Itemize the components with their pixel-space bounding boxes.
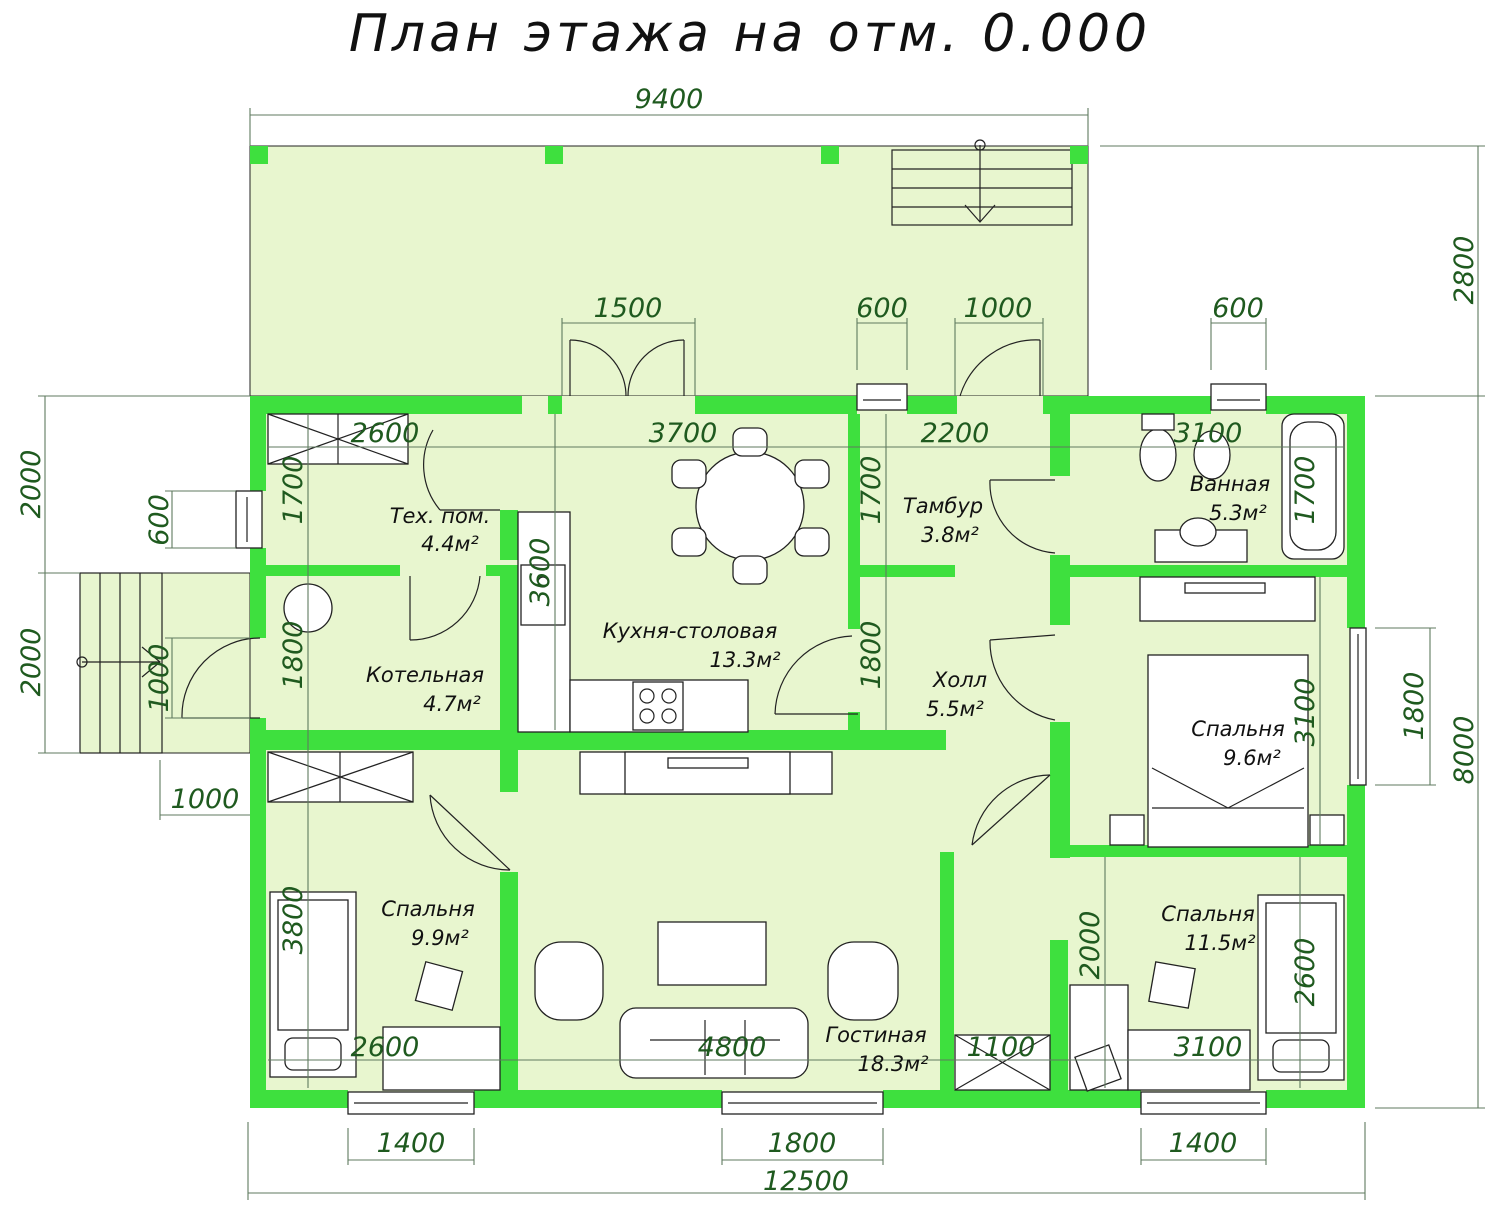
room-name: Котельная bbox=[366, 663, 484, 687]
dim-kitchen-height: 3600 bbox=[525, 538, 556, 607]
dim-bedroom-left-width: 2600 bbox=[351, 1032, 420, 1063]
interior-dimension-lines bbox=[268, 414, 1345, 1088]
dim-bedroom-right2-height: 2600 bbox=[1290, 938, 1321, 1007]
porch-floor bbox=[79, 572, 251, 754]
armchair bbox=[827, 941, 899, 1021]
terrace-post bbox=[250, 146, 268, 164]
porch-stairs bbox=[76, 572, 163, 754]
room-label: Тех. пом. 4.4м² bbox=[390, 504, 491, 556]
room-area: 4.4м² bbox=[421, 532, 479, 556]
room-name: Холл bbox=[932, 668, 987, 692]
room-label: Спальня 9.9м² bbox=[381, 897, 474, 950]
desk-left bbox=[382, 1026, 501, 1091]
room-area: 18.3м² bbox=[857, 1052, 929, 1076]
dim-kitchen-width: 3700 bbox=[649, 418, 718, 449]
room-label: Холл 5.5м² bbox=[926, 668, 987, 721]
dim-bottom-total: 12500 bbox=[763, 1166, 849, 1197]
terrace-post bbox=[1070, 146, 1088, 164]
exterior-walls bbox=[250, 396, 1365, 1108]
dim-tambur-height: 1700 bbox=[856, 456, 887, 525]
bed-right bbox=[1257, 894, 1345, 1081]
chair-right bbox=[1148, 961, 1196, 1009]
dim-tambur-width: 2200 bbox=[921, 418, 990, 449]
room-name: Спальня bbox=[381, 897, 474, 921]
dim-top-door-single: 1000 bbox=[964, 293, 1033, 324]
dim-left-lower: 2000 bbox=[16, 628, 47, 697]
room-name: Спальня bbox=[1191, 717, 1284, 741]
room-name: Гостиная bbox=[825, 1023, 926, 1047]
room-label: Ванная 5.3м² bbox=[1190, 472, 1270, 525]
kitchen-counter bbox=[517, 511, 749, 733]
room-name: Спальня bbox=[1161, 902, 1254, 926]
dim-right-terrace: 2800 bbox=[1449, 236, 1480, 305]
room-name: Тех. пом. bbox=[390, 504, 491, 528]
dim-bottom-window-right: 1400 bbox=[1169, 1128, 1238, 1159]
wardrobe-left bbox=[267, 751, 414, 803]
dim-left-door: 1000 bbox=[144, 644, 175, 713]
tv-unit-living bbox=[579, 751, 833, 795]
dim-hall-height: 1800 bbox=[856, 621, 887, 690]
dim-hall2-height: 2000 bbox=[1075, 911, 1106, 980]
dining-table bbox=[671, 427, 830, 585]
chair-left bbox=[414, 960, 464, 1012]
dim-bath-width: 3100 bbox=[1174, 418, 1243, 449]
dim-top-terrace: 9400 bbox=[635, 84, 704, 115]
room-name: Тамбур bbox=[903, 494, 983, 518]
room-label: Гостиная 18.3м² bbox=[825, 1023, 929, 1076]
dim-right-total: 8000 bbox=[1449, 716, 1480, 785]
dim-top-window-2: 600 bbox=[1212, 293, 1264, 324]
plan-title: План этажа на отм. 0.000 bbox=[348, 4, 1152, 64]
chair-right-desk bbox=[1074, 1044, 1122, 1092]
room-label: Тамбур 3.8м² bbox=[903, 494, 983, 547]
terrace-post bbox=[545, 146, 563, 164]
room-area: 5.3м² bbox=[1209, 501, 1267, 525]
dim-bedroom-left-height: 3800 bbox=[278, 886, 309, 955]
stove bbox=[632, 681, 684, 731]
terrace-floor bbox=[249, 145, 1089, 397]
tv-unit-bedroom bbox=[1139, 576, 1316, 622]
double-bed bbox=[1109, 654, 1345, 848]
room-area: 9.6м² bbox=[1223, 746, 1281, 770]
wardrobe-hall bbox=[954, 1034, 1051, 1091]
dim-tech-height: 1700 bbox=[278, 456, 309, 525]
room-label: Спальня 11.5м² bbox=[1161, 902, 1256, 955]
room-label: Кухня-столовая 13.3м² bbox=[603, 619, 781, 672]
room-name: Ванная bbox=[1190, 472, 1270, 496]
dim-top-window-1: 600 bbox=[856, 293, 908, 324]
room-area: 9.9м² bbox=[411, 926, 469, 950]
dim-left-porch: 1000 bbox=[171, 784, 240, 815]
coffee-table bbox=[657, 921, 767, 986]
terrace-post bbox=[821, 146, 839, 164]
room-area: 11.5м² bbox=[1184, 931, 1256, 955]
tech-room-cabinet bbox=[267, 413, 409, 465]
dim-bedroom-right2-width: 3100 bbox=[1174, 1032, 1243, 1063]
dim-left-upper: 2000 bbox=[16, 450, 47, 519]
dim-boiler-height: 1800 bbox=[278, 621, 309, 690]
interior-walls bbox=[266, 414, 1347, 1090]
room-label: Спальня 9.6м² bbox=[1191, 717, 1284, 770]
dim-left-window: 600 bbox=[144, 494, 175, 546]
dim-bath-height: 1700 bbox=[1290, 456, 1321, 525]
dim-living-width: 4800 bbox=[698, 1032, 767, 1063]
bed-left bbox=[269, 891, 357, 1078]
armchair bbox=[534, 941, 604, 1021]
windows bbox=[235, 383, 1367, 1115]
dim-right-window: 1800 bbox=[1399, 672, 1430, 741]
dim-hall2-width: 1100 bbox=[967, 1032, 1036, 1063]
exterior-dimension-lines bbox=[38, 108, 1485, 1200]
terrace-stairs bbox=[891, 139, 1073, 226]
dim-top-door-double: 1500 bbox=[594, 293, 663, 324]
bathroom-fixtures bbox=[1139, 413, 1345, 563]
dim-bottom-window-center: 1800 bbox=[768, 1128, 837, 1159]
room-label: Котельная 4.7м² bbox=[366, 663, 484, 716]
room-area: 3.8м² bbox=[921, 523, 979, 547]
dim-bedroom-right-height: 3100 bbox=[1290, 678, 1321, 747]
dim-tech-width: 2600 bbox=[351, 418, 420, 449]
room-name: Кухня-столовая bbox=[603, 619, 777, 643]
room-area: 4.7м² bbox=[423, 692, 481, 716]
room-area: 13.3м² bbox=[709, 648, 781, 672]
dim-bottom-window-left: 1400 bbox=[377, 1128, 446, 1159]
room-area: 5.5м² bbox=[926, 697, 984, 721]
